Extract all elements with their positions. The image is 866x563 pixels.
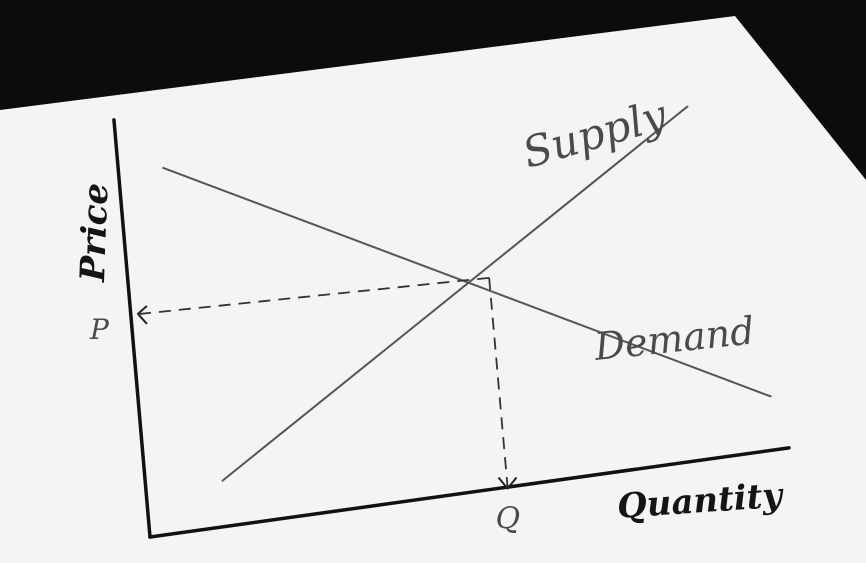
price-marker-label: P	[89, 313, 110, 346]
y-axis-label: Price	[73, 182, 116, 283]
quantity-marker-label: Q	[496, 501, 521, 536]
